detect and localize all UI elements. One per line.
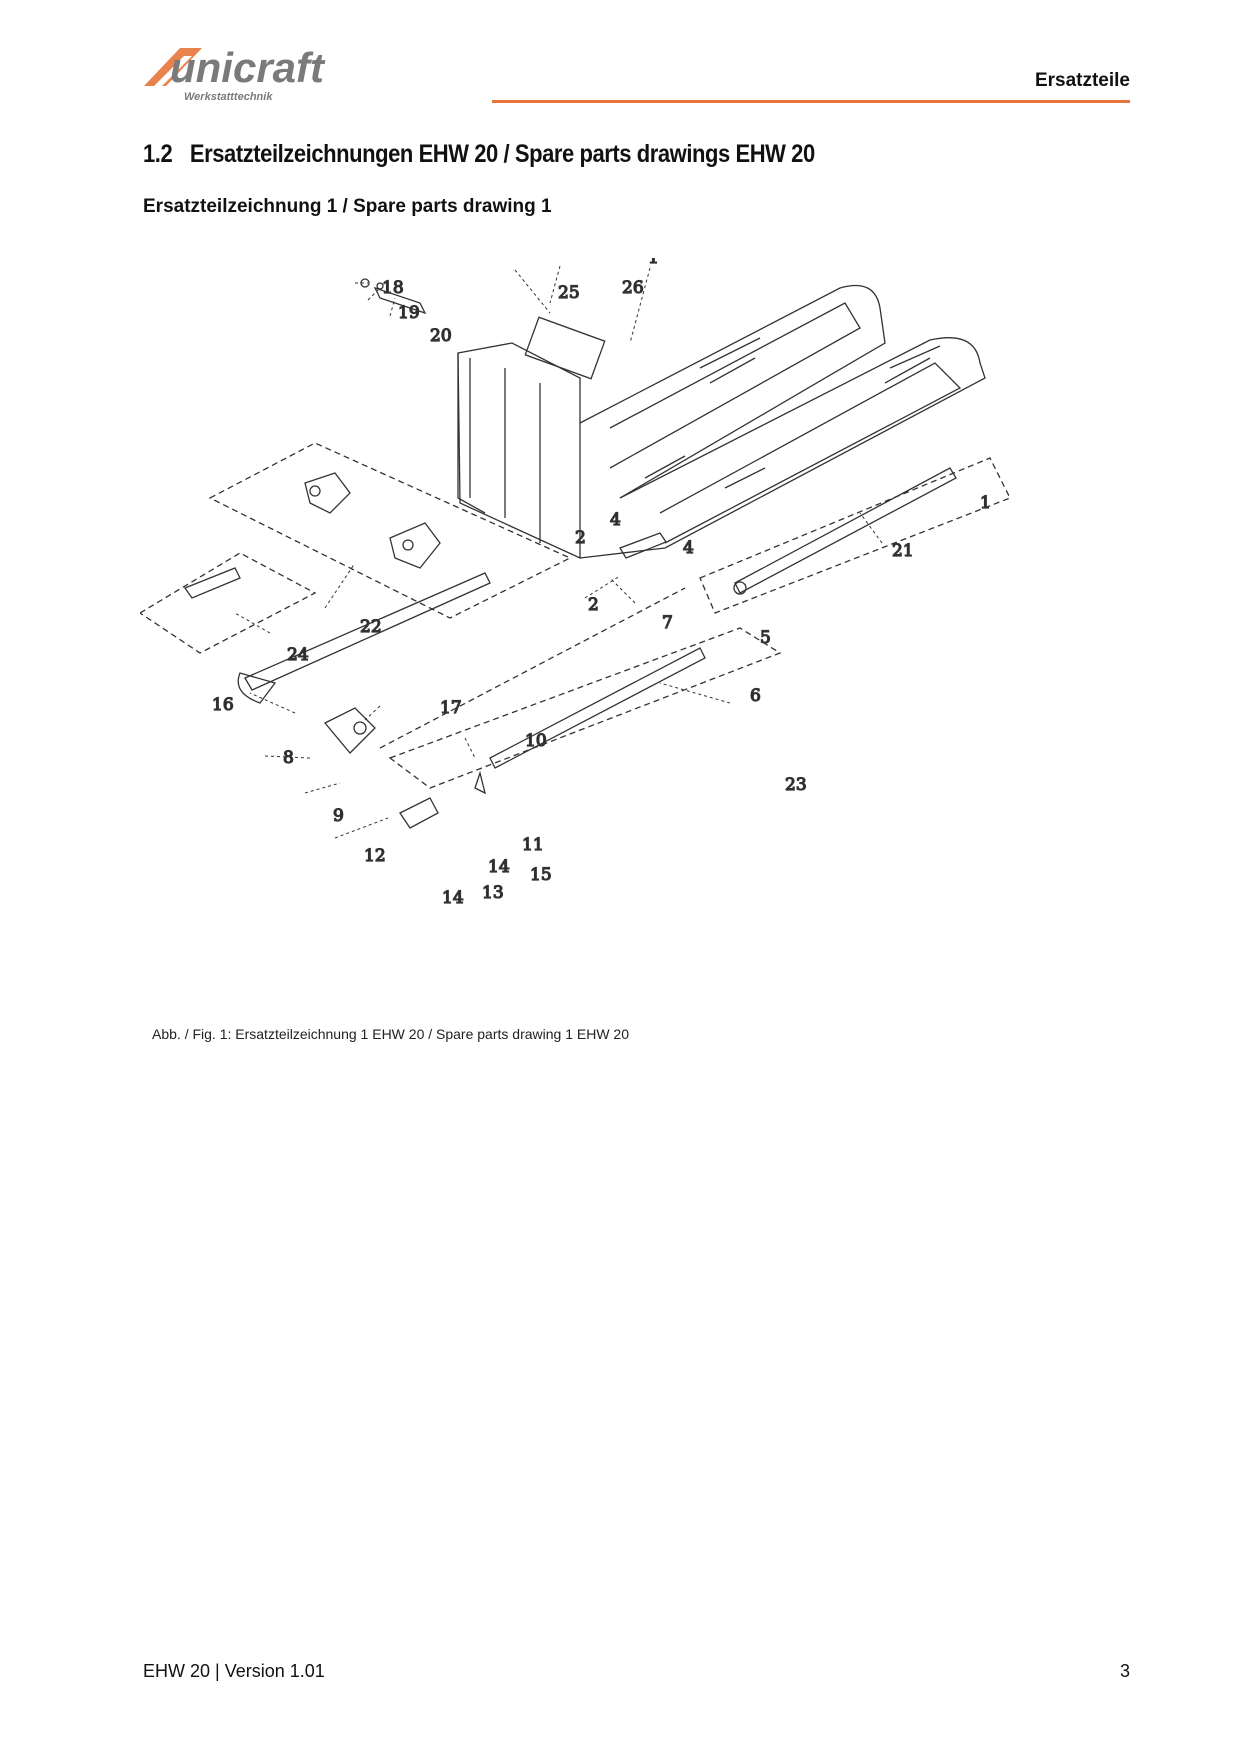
figure-caption: Abb. / Fig. 1: Ersatzteilzeichnung 1 EHW… xyxy=(152,1026,629,1042)
part-label: 15 xyxy=(530,865,552,885)
part-label: 1 xyxy=(648,258,659,268)
logo-wordmark: unicraft xyxy=(170,44,326,91)
unicraft-logo: unicraft Werkstatttechnik xyxy=(140,44,380,106)
part-label: 10 xyxy=(525,731,547,751)
part-label: 18 xyxy=(382,278,404,298)
page-number: 3 xyxy=(1119,1661,1130,1681)
logo-tagline: Werkstatttechnik xyxy=(184,91,273,103)
part-label: 6 xyxy=(750,686,761,706)
part-label: 21 xyxy=(892,541,914,561)
part-label: 4 xyxy=(610,510,621,530)
part-label: 2 xyxy=(575,528,586,548)
part-label: 8 xyxy=(283,748,294,768)
part-label: 16 xyxy=(212,695,234,715)
drawing-heading: Ersatzteilzeichnung 1 / Spare parts draw… xyxy=(143,196,552,217)
footer-doc-version: EHW 20 | Version 1.01 xyxy=(143,1661,325,1681)
part-label: 5 xyxy=(760,628,771,648)
leader-lines xyxy=(234,265,883,839)
part-label: 1 xyxy=(980,493,991,513)
section-title: Ersatzteilzeichnungen EHW 20 / Spare par… xyxy=(189,140,815,168)
part-label: 25 xyxy=(558,283,580,303)
part-label: 14 xyxy=(442,888,464,908)
part-label: 13 xyxy=(482,883,504,903)
part-label: 12 xyxy=(364,846,386,866)
part-label: 9 xyxy=(333,806,344,826)
header-divider xyxy=(492,100,1130,103)
section-number: 1.2 xyxy=(143,140,173,168)
part-label: 23 xyxy=(785,775,807,795)
part-label: 17 xyxy=(440,698,462,718)
section-heading: 1.2 Ersatzteilzeichnungen EHW 20 / Spare … xyxy=(143,140,815,169)
part-label: 19 xyxy=(398,303,420,323)
part-label: 2 xyxy=(588,595,599,615)
spare-parts-drawing: 1 2 2 4 4 5 6 7 8 9 10 11 12 13 14 14 15… xyxy=(138,247,1120,1018)
part-label: 20 xyxy=(430,326,452,346)
header-title: Ersatzteile xyxy=(1034,70,1130,91)
part-label: 14 xyxy=(488,857,510,877)
logo-graphic: unicraft Werkstatttechnik xyxy=(144,44,326,103)
pallet-truck-frame xyxy=(457,284,986,560)
part-label: 4 xyxy=(683,538,694,558)
part-label: 26 xyxy=(622,278,644,298)
exploded-groups xyxy=(138,442,1011,789)
part-label: 11 xyxy=(522,835,544,855)
part-label: 24 xyxy=(287,645,309,665)
part-label: 22 xyxy=(360,617,382,637)
part-label: 7 xyxy=(662,613,673,633)
exploded-parts xyxy=(183,278,957,829)
